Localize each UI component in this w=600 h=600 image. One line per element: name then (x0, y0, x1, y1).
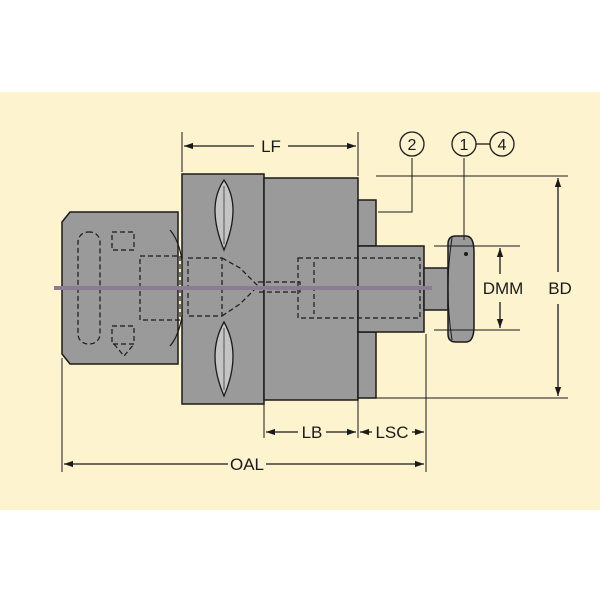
extension-lines (61, 132, 568, 472)
lf-label: LF (261, 137, 281, 156)
callout-a-label: 2 (408, 137, 417, 154)
lb-label: LB (302, 423, 323, 442)
callout-balloons: 2 1 4 (399, 131, 515, 157)
callout-c-label: 4 (498, 137, 507, 154)
callout-b-label: 1 (460, 137, 469, 154)
oal-label: OAL (230, 455, 264, 474)
dimension-labels: LF LB LSC OAL DMM BD (230, 137, 572, 474)
bd-label: BD (548, 279, 572, 298)
dimension-lines (64, 142, 562, 468)
dmm-label: DMM (483, 279, 524, 298)
lsc-label: LSC (375, 423, 408, 442)
callout-circle-a (399, 131, 425, 157)
callout-circle-c (489, 131, 515, 157)
